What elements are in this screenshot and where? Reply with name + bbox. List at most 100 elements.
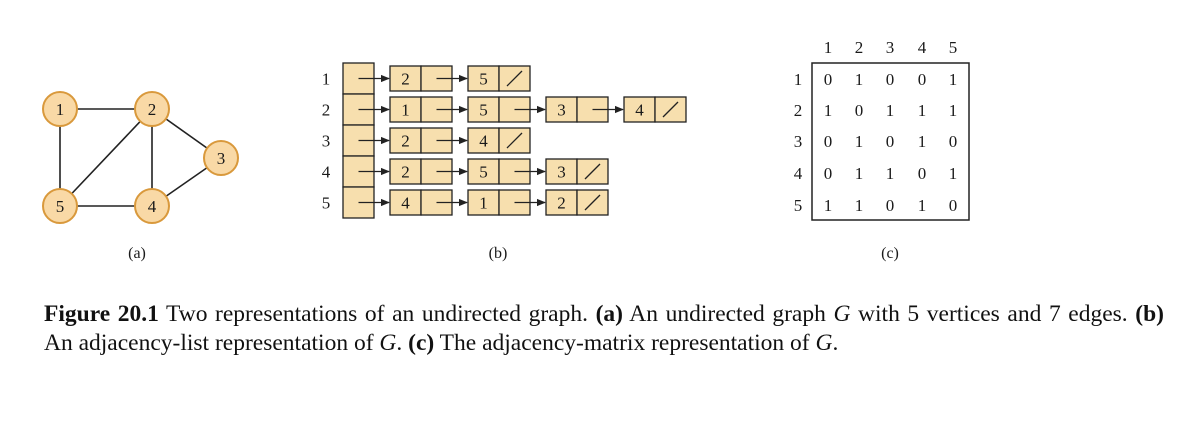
graph-node xyxy=(42,188,78,224)
matrix-cell: 0 xyxy=(824,164,833,183)
graph-node-label: 5 xyxy=(56,197,65,216)
list-vertex-label: 1 xyxy=(322,70,331,89)
matrix-cell: 1 xyxy=(824,101,833,120)
undirected-graph: 1 2 3 4 5 xyxy=(42,91,239,224)
matrix-column-header: 4 xyxy=(918,38,927,57)
list-neighbor-value: 5 xyxy=(479,101,488,120)
graph-node-label: 1 xyxy=(56,100,65,119)
matrix-row-header: 2 xyxy=(794,101,803,120)
list-null-slash xyxy=(662,101,679,118)
matrix-cell: 1 xyxy=(886,164,895,183)
list-vertex-label: 5 xyxy=(322,194,331,213)
caption-part-c-label: (c) xyxy=(408,330,435,356)
matrix-row-header: 5 xyxy=(794,196,803,215)
matrix-cell: 0 xyxy=(886,132,895,151)
matrix-cell: 1 xyxy=(886,101,895,120)
matrix-column-header: 2 xyxy=(855,38,864,57)
graph-node xyxy=(134,91,170,127)
matrix-cell: 0 xyxy=(824,132,833,151)
graph-node-label: 4 xyxy=(148,197,157,216)
graph-symbol: G xyxy=(833,301,851,327)
caption-text-1: Two representations of an undirected gra… xyxy=(158,301,596,327)
matrix-cell: 1 xyxy=(949,101,958,120)
caption-text-2: An undirected graph xyxy=(622,301,834,327)
list-neighbor-value: 5 xyxy=(479,70,488,89)
matrix-cell: 0 xyxy=(918,70,927,89)
matrix-cell: 1 xyxy=(918,132,927,151)
caption-text-3: with 5 vertices and 7 edges. xyxy=(850,301,1136,327)
list-neighbor-value: 2 xyxy=(401,70,410,89)
matrix-cell: 1 xyxy=(855,70,864,89)
matrix-cell: 0 xyxy=(949,132,958,151)
list-null-slash xyxy=(584,163,601,180)
graph-node-label: 2 xyxy=(148,100,157,119)
list-neighbor-value: 1 xyxy=(401,101,410,120)
list-neighbor-value: 4 xyxy=(479,132,488,151)
list-neighbor-value: 4 xyxy=(401,194,410,213)
list-value-cell xyxy=(389,127,422,154)
matrix-cell: 0 xyxy=(886,196,895,215)
list-neighbor-value: 2 xyxy=(557,194,566,213)
caption-text-4: An adjacency-list representation of xyxy=(44,330,380,356)
matrix-column-header: 3 xyxy=(886,38,895,57)
graph-panel-label: (a) xyxy=(128,245,146,262)
caption-text-5: . xyxy=(396,330,409,356)
matrix-column-header: 1 xyxy=(824,38,833,57)
graph-edge xyxy=(59,108,153,207)
graph-edges xyxy=(59,108,222,207)
list-panel-label: (b) xyxy=(489,245,508,262)
matrix-cell: 0 xyxy=(886,70,895,89)
list-value-cell xyxy=(467,158,500,185)
list-neighbor-value: 1 xyxy=(479,194,488,213)
list-neighbor-value: 2 xyxy=(401,163,410,182)
graph-node xyxy=(134,188,170,224)
matrix-cell: 0 xyxy=(855,101,864,120)
list-value-cell xyxy=(467,65,500,92)
matrix-cell: 1 xyxy=(918,101,927,120)
list-value-cell xyxy=(545,189,578,216)
list-null-slash xyxy=(506,132,523,149)
graph-nodes: 1 2 3 4 5 xyxy=(42,91,239,224)
list-null-slash xyxy=(506,70,523,87)
list-value-cell xyxy=(467,189,500,216)
list-neighbor-value: 3 xyxy=(557,101,566,120)
list-neighbor-value: 4 xyxy=(635,101,644,120)
matrix-cell: 1 xyxy=(949,164,958,183)
list-null-slash xyxy=(584,194,601,211)
matrix-row-header: 4 xyxy=(794,164,803,183)
list-vertex-label: 4 xyxy=(322,163,331,182)
matrix-cell: 0 xyxy=(918,164,927,183)
matrix-cell: 0 xyxy=(824,70,833,89)
list-value-cell xyxy=(389,65,422,92)
figure-number: Figure 20.1 xyxy=(44,301,159,327)
list-value-cell xyxy=(389,96,422,123)
matrix-column-header: 5 xyxy=(949,38,958,57)
list-vertex-label: 3 xyxy=(322,132,331,151)
list-value-cell xyxy=(545,96,578,123)
matrix-cell: 1 xyxy=(855,164,864,183)
matrix-row-header: 1 xyxy=(794,70,803,89)
matrix-border xyxy=(811,62,970,221)
matrix-cell: 1 xyxy=(949,70,958,89)
figure-caption: Figure 20.1 Two representations of an un… xyxy=(44,300,1164,358)
list-neighbor-value: 5 xyxy=(479,163,488,182)
matrix-cell: 1 xyxy=(824,196,833,215)
list-neighbor-value: 2 xyxy=(401,132,410,151)
graph-node xyxy=(203,140,239,176)
graph-symbol-2: G xyxy=(379,330,397,356)
graph-symbol-3: G xyxy=(815,330,833,356)
caption-part-a-label: (a) xyxy=(595,301,623,327)
matrix-cell: 1 xyxy=(918,196,927,215)
matrix-cell: 1 xyxy=(855,132,864,151)
caption-text-7: . xyxy=(832,330,839,356)
graph-node xyxy=(42,91,78,127)
matrix-panel-label: (c) xyxy=(881,245,899,262)
matrix-row-header: 3 xyxy=(794,132,803,151)
matrix-cell: 0 xyxy=(949,196,958,215)
caption-part-b-label: (b) xyxy=(1135,301,1164,327)
graph-node-label: 3 xyxy=(217,149,226,168)
list-neighbor-value: 3 xyxy=(557,163,566,182)
